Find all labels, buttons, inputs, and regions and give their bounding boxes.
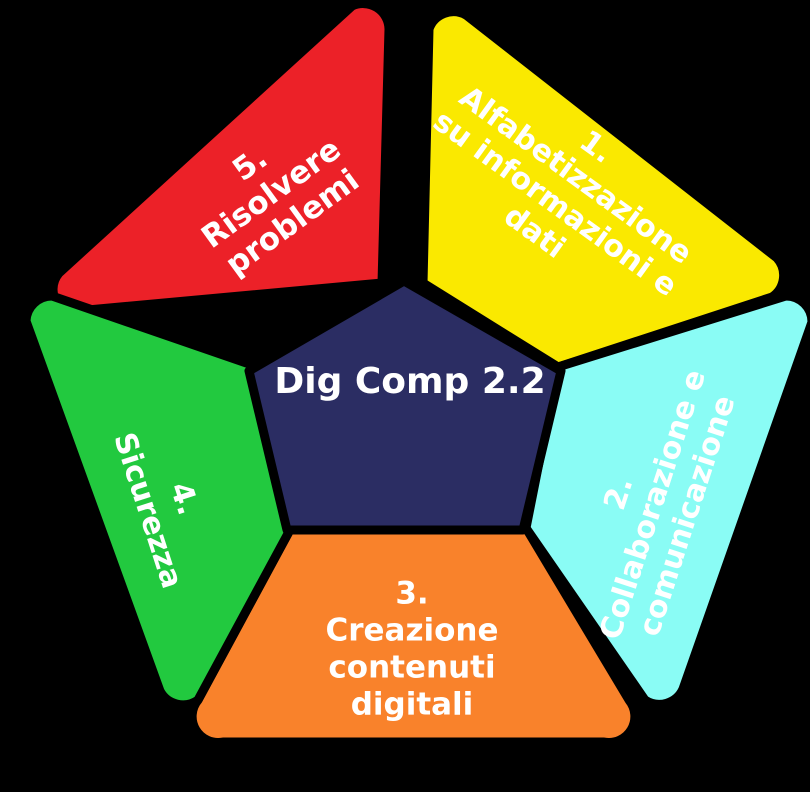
center-pentagon-label: Dig Comp 2.2 xyxy=(274,361,545,402)
petal-1-shape[interactable] xyxy=(418,7,789,372)
center-pentagon[interactable]: Dig Comp 2.2 xyxy=(244,276,566,535)
petal-3-line3: contenuti xyxy=(328,650,495,686)
petal-2-shape[interactable] xyxy=(521,291,810,709)
petal-3-creazione-contenuti[interactable]: 3. Creazione contenuti digitali xyxy=(187,523,640,747)
petal-3-line2: Creazione xyxy=(325,613,498,649)
petal-2-collaborazione[interactable]: 2. Collaborazione e comunicazione xyxy=(521,291,810,709)
petal-3-line1: 3. xyxy=(395,576,428,612)
petal-3-shape[interactable] xyxy=(187,523,640,747)
petal-4-shape[interactable] xyxy=(21,291,296,710)
petal-4-sicurezza[interactable]: 4. Sicurezza xyxy=(21,291,296,710)
petal-3-line4: digitali xyxy=(351,687,474,723)
petal-5-risolvere-problemi[interactable]: 5. Risolvere problemi xyxy=(48,0,394,317)
center-pentagon-shape[interactable] xyxy=(244,276,566,535)
